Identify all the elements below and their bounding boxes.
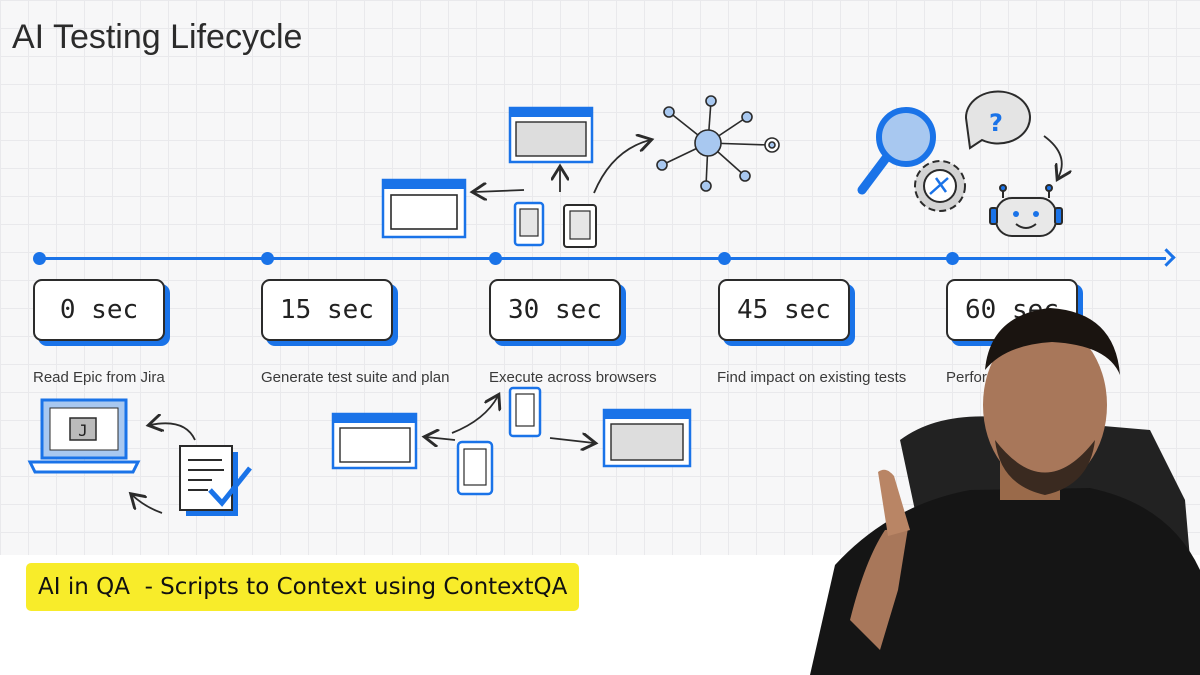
tablet-icon xyxy=(563,204,597,248)
caption-banner: AI in QA - Scripts to Context using Cont… xyxy=(26,563,580,611)
browser-window-icon xyxy=(602,408,692,468)
step-label: Generate test suite and plan xyxy=(261,369,450,386)
step-label: Execute across browsers xyxy=(489,369,657,386)
presenter-body xyxy=(810,488,1200,675)
browser-window-icon xyxy=(381,178,467,239)
time-box: 0 sec xyxy=(33,279,165,341)
page-title: AI Testing Lifecycle xyxy=(12,18,303,56)
question-mark: ? xyxy=(989,109,1003,137)
arrow-icon xyxy=(474,190,525,192)
arrow-icon xyxy=(451,396,498,434)
time-box: 45 sec xyxy=(718,279,850,341)
step-label: Read Epic from Jira xyxy=(33,369,165,386)
arrow-icon xyxy=(150,423,196,441)
jira-letter: J xyxy=(78,421,88,440)
robot-icon xyxy=(989,184,1063,237)
browser-window-icon xyxy=(508,106,594,164)
tablet-icon xyxy=(456,440,494,496)
presenter-beard xyxy=(995,440,1095,495)
timeline-dot xyxy=(33,252,46,265)
timeline-dot xyxy=(489,252,502,265)
presenter-video xyxy=(810,308,1200,675)
browser-window-icon xyxy=(331,412,418,470)
timeline-dot xyxy=(946,252,959,265)
presenter-finger xyxy=(878,469,910,536)
question-bubble-icon: ? xyxy=(964,90,1031,150)
phone-icon xyxy=(508,386,542,438)
arrow-icon xyxy=(549,438,594,443)
presenter-head xyxy=(983,323,1107,487)
arrow-icon xyxy=(593,140,650,194)
arrow-icon xyxy=(426,437,456,440)
document-check-icon xyxy=(179,445,252,516)
timeline-dot xyxy=(261,252,274,265)
time-box: 15 sec xyxy=(261,279,393,341)
presenter-arm xyxy=(850,528,908,650)
step-label: Find impact on existing tests xyxy=(717,369,907,386)
gear-icon xyxy=(914,160,966,212)
time-box: 30 sec xyxy=(489,279,621,341)
arrow-icon xyxy=(1043,135,1062,178)
network-graph-icon xyxy=(656,95,780,192)
laptop-icon: J xyxy=(27,398,141,474)
phone-icon xyxy=(513,201,545,247)
timeline-dot xyxy=(718,252,731,265)
magnifier-icon xyxy=(857,107,936,195)
timeline-axis xyxy=(38,257,1166,260)
arrow-icon xyxy=(132,495,163,514)
presenter-hair xyxy=(985,308,1120,375)
